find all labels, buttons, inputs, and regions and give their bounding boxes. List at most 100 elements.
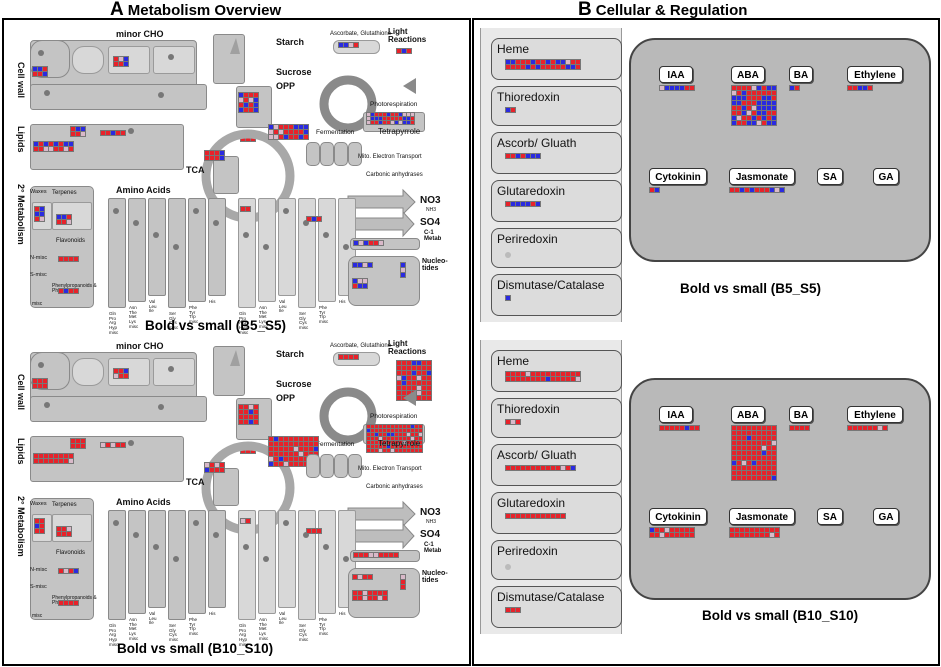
so4-grid <box>353 240 384 246</box>
tca-grid <box>204 462 225 473</box>
amino-acid-sublabel: Asn The Met Lys misc <box>259 305 269 329</box>
amino-acid-sublabel: Asn The Met Lys misc <box>129 305 139 329</box>
nucleotides-grid-2 <box>352 590 388 601</box>
hormone-jasmonate-box: Jasmonate <box>729 508 795 525</box>
hormone-ba-box: BA <box>789 406 813 423</box>
arrow-head <box>403 390 416 406</box>
nucleotides-grid-3 <box>400 574 406 590</box>
phenyl-grid <box>58 288 79 294</box>
mito-complex <box>320 454 334 478</box>
mito-complex <box>334 142 348 166</box>
waxes-label: Waxes <box>30 501 47 507</box>
redox-category-label: Glutaredoxin <box>497 184 566 198</box>
mito-complex <box>348 454 362 478</box>
redox-grid <box>505 153 541 159</box>
gene-dot <box>263 244 269 250</box>
starch-label: Starch <box>276 349 305 359</box>
pathway-arrows <box>201 38 416 238</box>
redox-grid <box>505 465 576 471</box>
redox-category-label: Dismutase/Catalase <box>497 278 605 292</box>
terpenes-label: Terpenes <box>52 190 77 196</box>
gene-dot <box>158 404 164 410</box>
amino-acid-sublabel: His <box>339 611 346 616</box>
gene-dot <box>113 208 119 214</box>
redox-category-label: Heme <box>497 354 530 368</box>
amino-acid-sublabel: Gln Pro Arg Hyp misc <box>109 311 119 335</box>
amino-acid-sublabel: Phe Tyr Trp misc <box>189 305 199 325</box>
gene-dot <box>283 208 289 214</box>
gene-dot <box>44 90 50 96</box>
mito-label: Mito. Electron Transport <box>358 466 422 472</box>
amino-acid-column <box>148 510 166 608</box>
amino-acid-sublabel: Asn The Met Lys misc <box>259 617 269 641</box>
redox-grid <box>505 513 566 519</box>
amino-acid-column <box>238 510 256 620</box>
gene-dot <box>38 362 44 368</box>
hormone-grid <box>649 187 660 193</box>
hormone-iaa-box: IAA <box>659 406 693 423</box>
amino-acid-column <box>208 510 226 608</box>
panel-a-frame <box>2 18 471 666</box>
misc-label: misc <box>32 301 43 307</box>
nucleotides-grid <box>352 262 373 268</box>
gene-dot <box>343 244 349 250</box>
minor-cho-sub1 <box>72 46 104 74</box>
flavonoids-grid <box>58 568 79 574</box>
photorespiration-label: Photorespiration <box>370 413 418 420</box>
terpenes-grid <box>56 526 72 537</box>
gene-dot <box>153 232 159 238</box>
amino-acid-sublabel: Val Leu Ile <box>279 299 287 314</box>
amino-acid-column <box>298 198 316 308</box>
redox-category-label: Heme <box>497 42 530 56</box>
gene-dot <box>505 252 511 258</box>
starch-label: Starch <box>276 37 305 47</box>
minor-cho-grid <box>113 368 129 379</box>
no3-label: NO3 <box>420 507 441 518</box>
redox-category: Dismutase/Catalase <box>491 586 622 628</box>
gene-dot <box>44 402 50 408</box>
arrow-head <box>403 78 416 94</box>
amino-acid-column <box>278 510 296 608</box>
gene-dot <box>38 50 44 56</box>
hormone-aba-box: ABA <box>731 66 765 83</box>
gene-dot <box>133 220 139 226</box>
amino-acid-sublabel: Gln Pro Arg Hyp misc <box>239 623 249 647</box>
caption-a-2: Bold vs small (B10_S10) <box>117 641 274 656</box>
amino-grid <box>240 518 251 524</box>
amino-acid-sublabel: Val Leu Ile <box>149 611 157 626</box>
amino-acid-column <box>148 198 166 296</box>
gene-dot <box>193 520 199 526</box>
hormone-grid <box>729 187 785 193</box>
hormone-grid <box>729 527 780 538</box>
light-reactions-label: Light Reactions <box>388 339 427 357</box>
gene-dot <box>343 556 349 562</box>
gene-dot <box>133 532 139 538</box>
nucleotides-label: Nucleo- tides <box>422 258 448 273</box>
mito-complex <box>320 142 334 166</box>
misc-label: misc <box>32 613 43 619</box>
redox-grid <box>505 607 521 613</box>
nucleotides-grid-3 <box>400 262 406 278</box>
lipids-grid-2 <box>70 438 86 449</box>
ascorbate-grid <box>338 354 359 360</box>
redox-category-label: Glutaredoxin <box>497 496 566 510</box>
amino-acid-sublabel: Ser Gly Cys misc <box>169 623 179 643</box>
tetrapyrrole-label: Tetrapyrrole <box>378 439 421 448</box>
tca-label: TCA <box>186 477 205 487</box>
redox-category: Periredoxin <box>491 228 622 268</box>
hormone-cytokinin-box: Cytokinin <box>649 508 707 525</box>
photorespiration-grid <box>366 112 415 125</box>
minor-cho-label: minor CHO <box>116 341 164 351</box>
calvin-cycle-arrow <box>319 75 377 133</box>
hormone-ethylene-box: Ethylene <box>847 406 903 423</box>
so4-label: SO4 <box>420 529 441 540</box>
lipids-grid-3 <box>100 442 126 448</box>
gene-dot <box>263 556 269 562</box>
ascorbate-label: Ascorbate, Glutathione <box>330 31 392 37</box>
fermentation-label: Fermentation <box>316 441 355 448</box>
terpenes-label: Terpenes <box>52 502 77 508</box>
redox-category-label: Periredoxin <box>497 232 558 246</box>
redox-category: Ascorb/ Gluath <box>491 132 622 174</box>
mito-complex <box>334 454 348 478</box>
